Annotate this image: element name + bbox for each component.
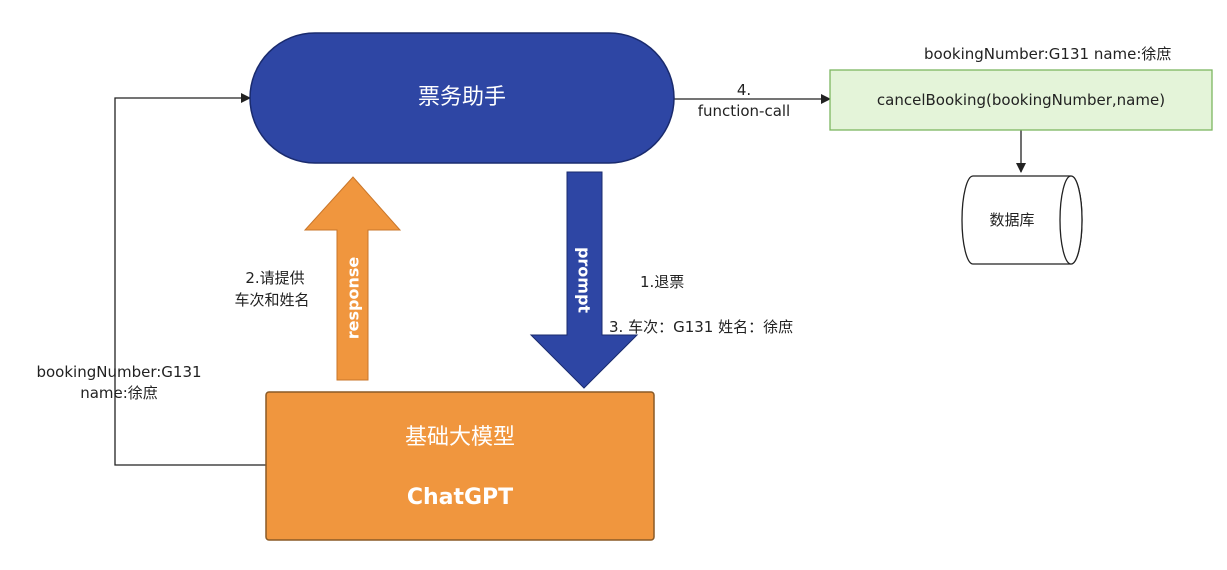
step2-label-line1: 2.请提供: [245, 269, 305, 287]
response-label: response: [343, 256, 363, 340]
database-cap: [1059, 175, 1083, 265]
params-left-line1: bookingNumber:G131: [36, 363, 202, 381]
function-label: cancelBooking(bookingNumber,name): [876, 91, 1166, 109]
model-subtitle: ChatGPT: [406, 485, 514, 510]
params-top-label: bookingNumber:G131 name:徐庶: [924, 45, 1172, 63]
step3-label: 3. 车次：G131 姓名：徐庶: [609, 318, 794, 336]
prompt-label: prompt: [574, 246, 594, 314]
step4-label-line2: function-call: [697, 102, 791, 120]
assistant-node: [249, 32, 675, 164]
params-left-line2: name:徐庶: [80, 384, 158, 402]
model-title: 基础大模型: [404, 425, 515, 450]
step2-label-line2: 车次和姓名: [234, 291, 310, 309]
assistant-label: 票务助手: [417, 85, 506, 110]
model-node: [265, 391, 655, 541]
feedback-line: [114, 93, 266, 466]
function-node: [829, 69, 1213, 131]
step4-label-line1: 4.: [736, 81, 752, 99]
prompt-arrow: [529, 171, 639, 389]
database-label: 数据库: [989, 211, 1035, 229]
step1-label: 1.退票: [640, 273, 685, 291]
response-arrow: [303, 176, 402, 381]
